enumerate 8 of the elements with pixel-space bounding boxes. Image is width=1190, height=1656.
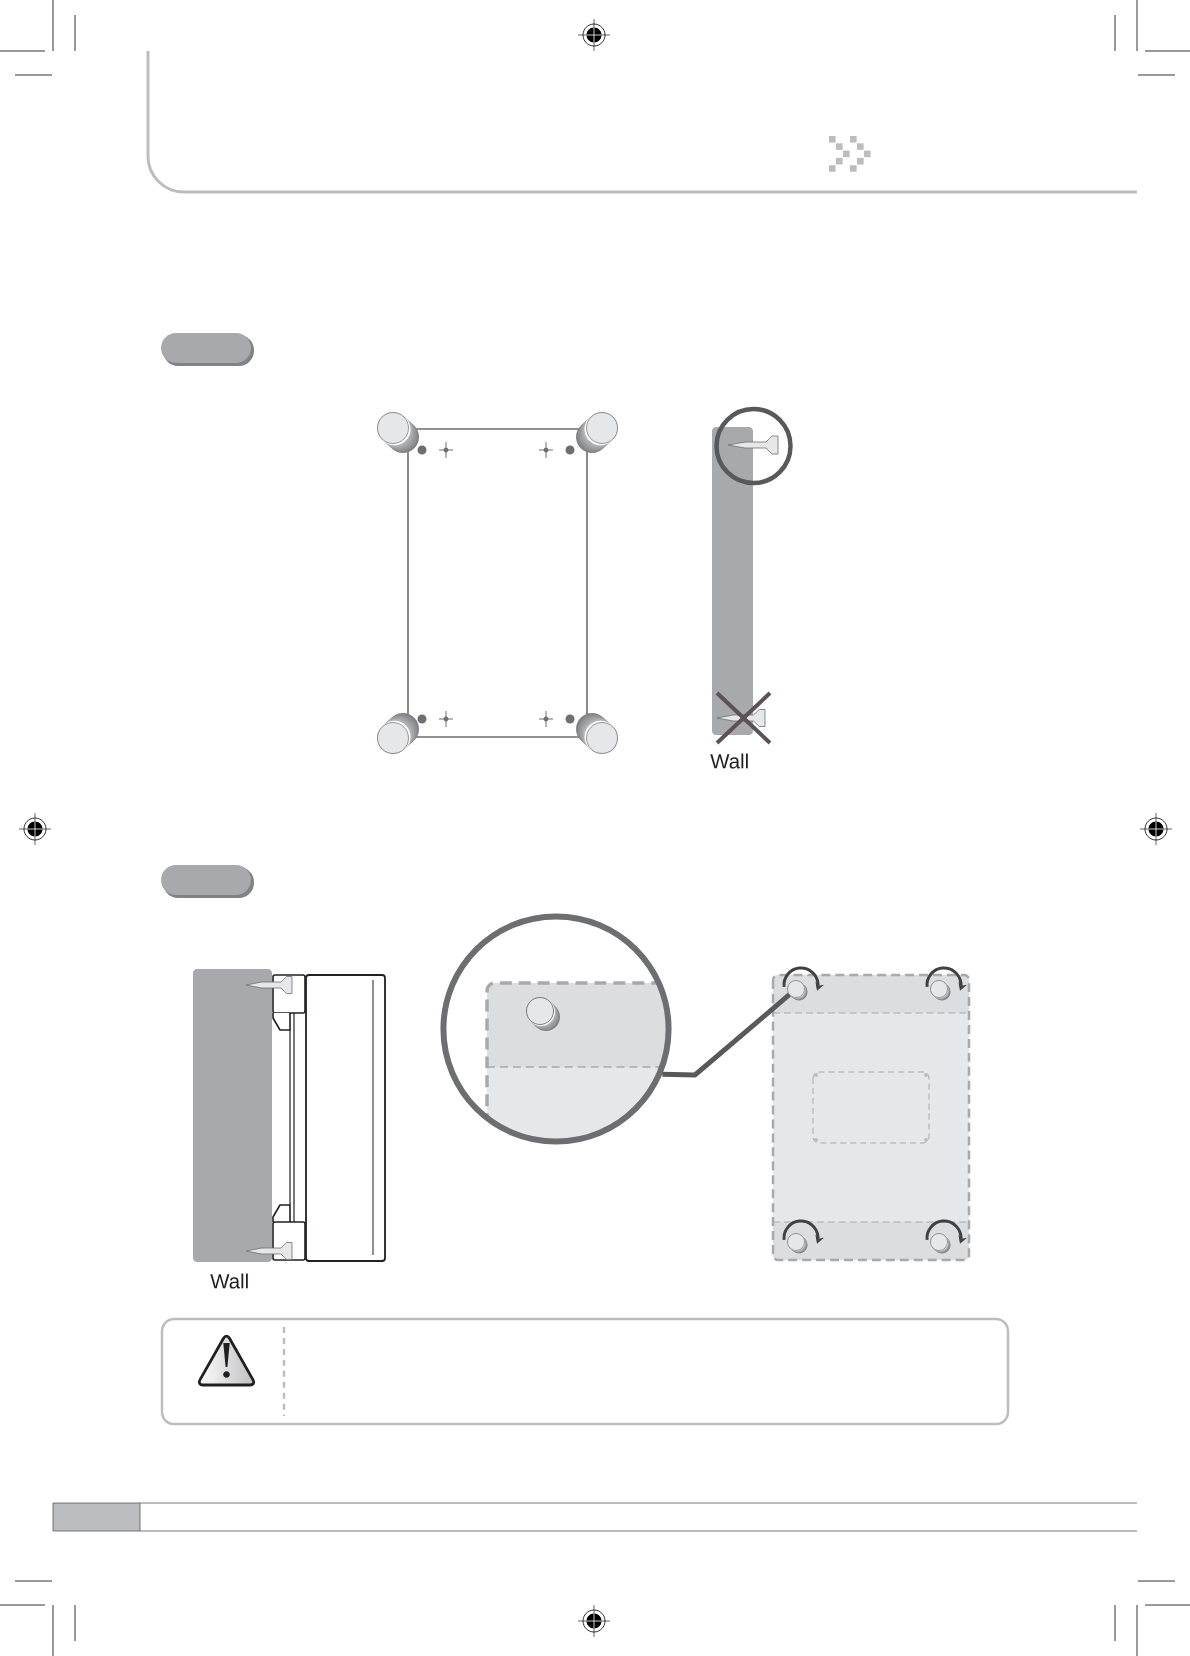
screw-head bbox=[787, 980, 808, 1001]
wall-label: Wall bbox=[210, 1273, 248, 1289]
screw-head bbox=[930, 980, 951, 1001]
screw-head bbox=[930, 1233, 951, 1254]
wall-label: Wall bbox=[710, 753, 748, 769]
magnifier-circle bbox=[440, 913, 672, 1145]
leader-line bbox=[662, 992, 791, 1078]
screw-head bbox=[787, 1233, 808, 1254]
